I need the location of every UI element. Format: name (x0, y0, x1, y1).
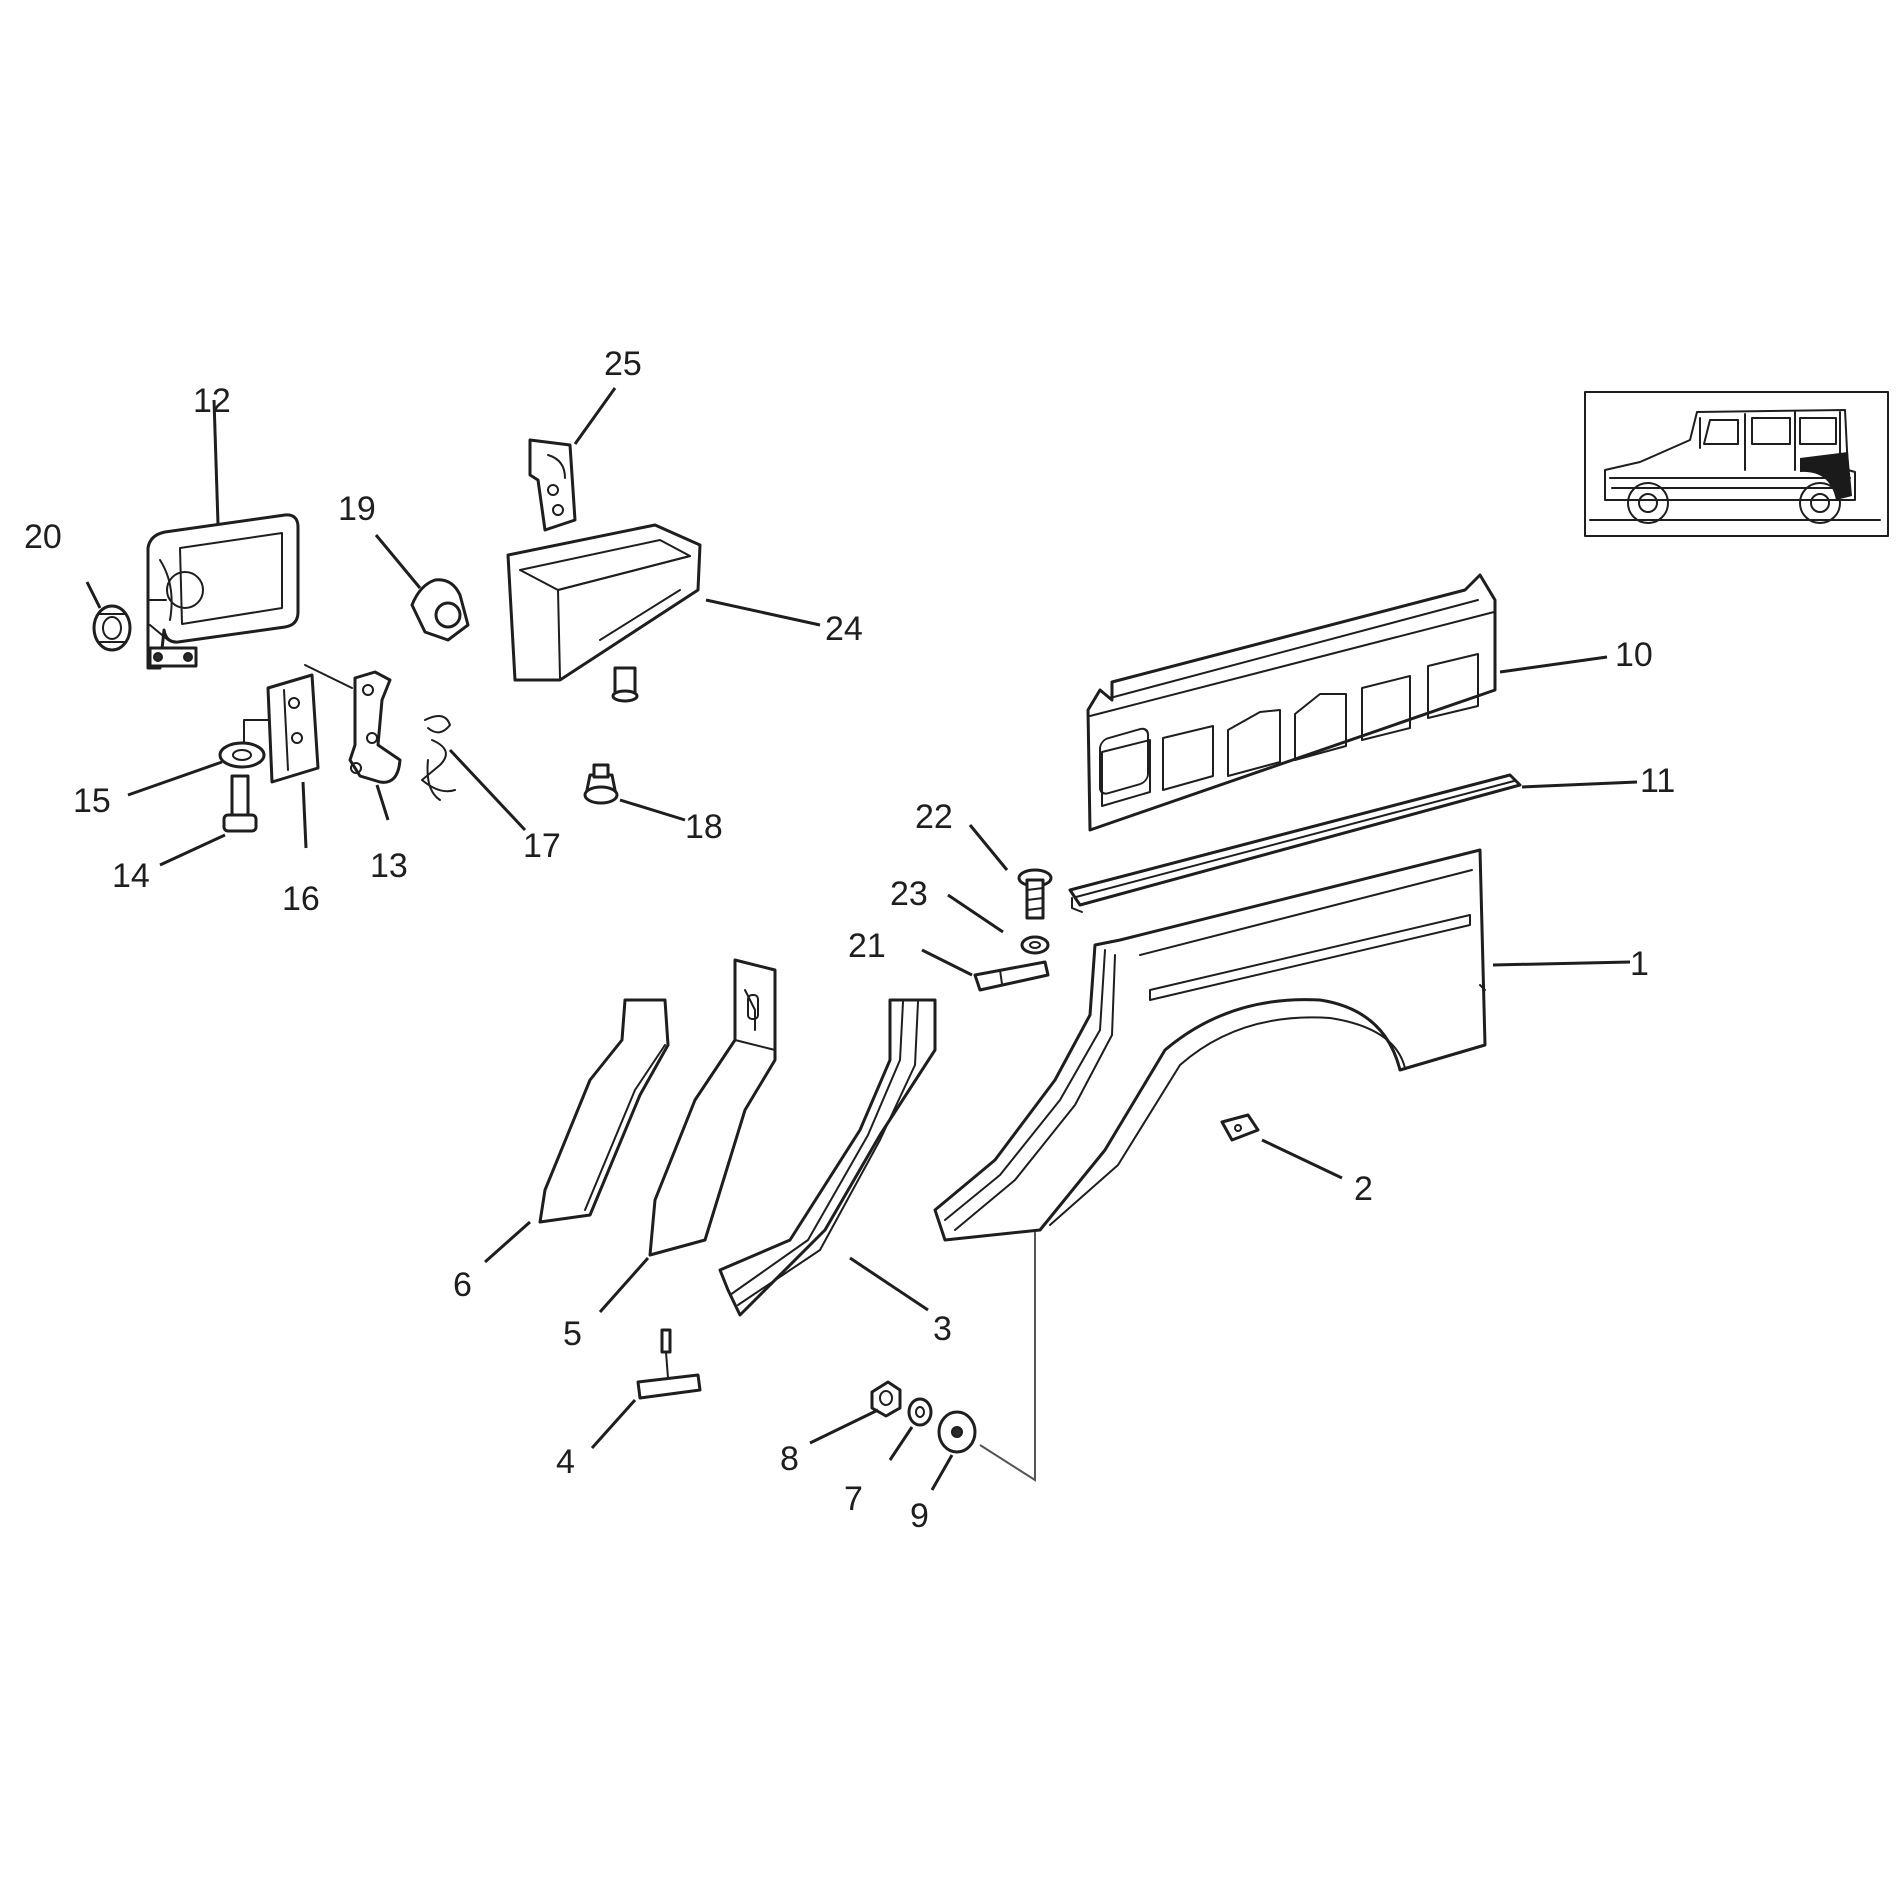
callout-8: 8 (780, 1440, 799, 1478)
part-12-filler-housing (146, 513, 300, 670)
callout-12: 12 (193, 382, 231, 420)
part-15-washer (218, 719, 269, 769)
part-22-bolt (1017, 868, 1053, 920)
part-13-hinge-bracket (348, 670, 402, 784)
callout-16: 16 (282, 880, 320, 918)
callout-4: 4 (556, 1443, 575, 1481)
callout-20: 20 (24, 518, 62, 556)
callout-21: 21 (848, 927, 886, 965)
part-20-grommet (92, 604, 132, 652)
inset-frame (1584, 391, 1889, 537)
part-1-quarter-panel (933, 848, 1487, 1242)
part-23-washer (1020, 935, 1050, 955)
part-7-lock-washer (907, 1397, 933, 1427)
callout-labels: 1 2 3 4 5 6 7 8 9 10 11 12 13 14 15 16 1… (24, 345, 1675, 1535)
part-14-pin (222, 774, 258, 833)
callout-23: 23 (890, 875, 928, 913)
callout-2: 2 (1354, 1170, 1373, 1208)
vehicle-inset (1584, 391, 1889, 537)
callout-6: 6 (453, 1266, 472, 1304)
vehicle-icon (1589, 409, 1881, 524)
part-24-fuel-tank (506, 523, 702, 703)
part-10-upper-panel (1086, 573, 1497, 832)
part-6-pillar-strip (538, 998, 670, 1224)
part-11-sill-strip (1068, 773, 1522, 913)
callout-24: 24 (825, 610, 863, 648)
callout-25: 25 (604, 345, 642, 383)
part-2-small-bracket (1220, 1113, 1260, 1142)
part-5-b-pillar (648, 958, 777, 1257)
leader-lines (85, 387, 1638, 1491)
callout-13: 13 (370, 847, 408, 885)
part-16-plate (266, 664, 353, 784)
callout-19: 19 (338, 490, 376, 528)
callout-9: 9 (910, 1497, 929, 1535)
inset-highlight-area (1800, 452, 1852, 500)
callout-22: 22 (915, 798, 953, 836)
part-3-pillar-reinforcement (718, 998, 937, 1317)
part-18-plug (583, 763, 619, 805)
part-17-spring (421, 715, 456, 801)
callout-11: 11 (1640, 762, 1675, 800)
callout-1: 1 (1630, 945, 1649, 983)
part-9-washer (937, 1410, 977, 1454)
part-19-latch (410, 578, 470, 642)
callout-14: 14 (112, 857, 150, 895)
callout-10: 10 (1615, 636, 1653, 674)
callout-7: 7 (844, 1480, 863, 1518)
callout-3: 3 (933, 1310, 952, 1348)
part-21-clip (973, 960, 1050, 992)
callout-17: 17 (523, 827, 561, 865)
part-8-nut (870, 1380, 902, 1418)
part-25-bracket (528, 438, 577, 532)
callout-18: 18 (685, 808, 723, 846)
part-4-strip (636, 1328, 702, 1400)
callout-15: 15 (73, 782, 111, 820)
callout-5: 5 (563, 1315, 582, 1353)
